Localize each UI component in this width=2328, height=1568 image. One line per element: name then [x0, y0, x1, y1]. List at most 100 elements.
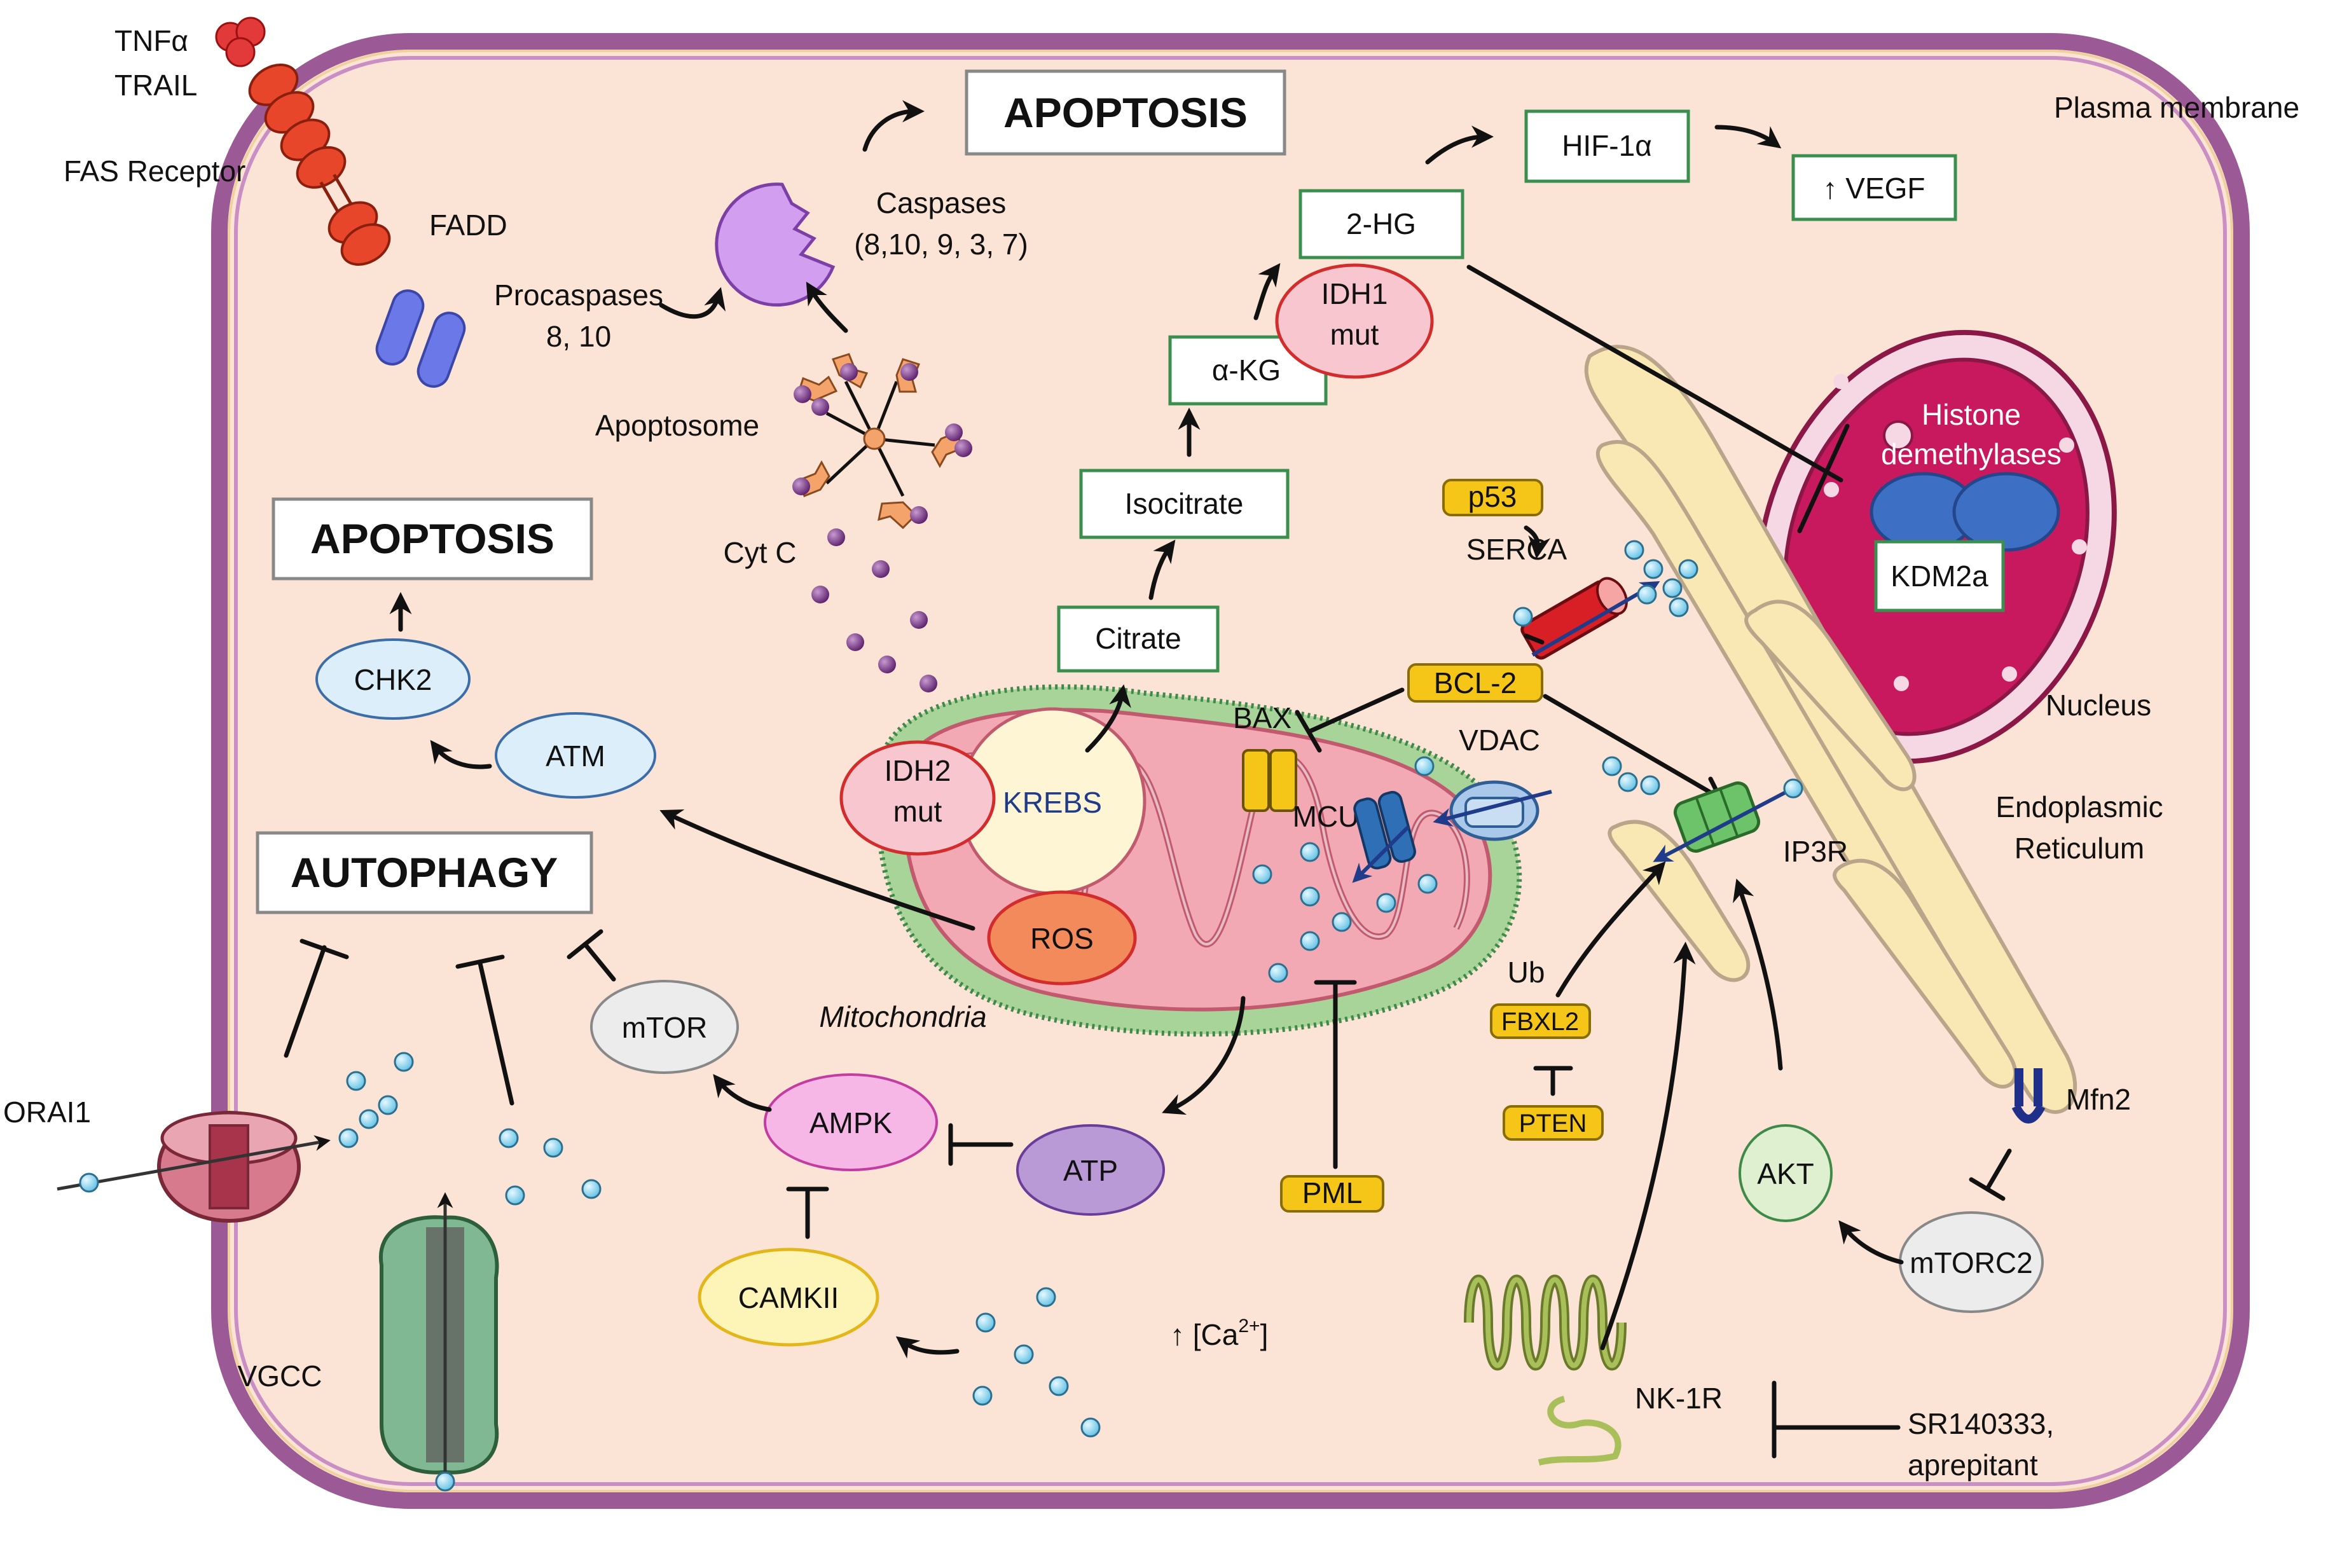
caspases-label-2: (8,10, 9, 3, 7) [854, 228, 1028, 261]
serca-inhibit [1524, 633, 1545, 645]
mito-to-atp-arrow [1162, 996, 1246, 1115]
mtorc2-label: mTORC2 [1910, 1246, 2032, 1279]
2hg-inhibits-demethylases [1466, 265, 1843, 483]
pml-pill [1280, 1175, 1384, 1213]
akg-label: α-KG [1212, 354, 1281, 387]
idh2-label-1: IDH2 [885, 754, 951, 787]
ip3r-label: IP3R [1783, 835, 1848, 868]
citrate-label: Citrate [1095, 622, 1181, 655]
mtorc2-to-akt-arrow [1838, 1220, 1904, 1265]
pten-label: PTEN [1519, 1110, 1587, 1138]
mtor-label: mTOR [622, 1011, 708, 1044]
ub-label: Ub [1508, 956, 1545, 989]
apoptosome-label: Apoptosome [595, 409, 759, 442]
vgcc-label: VGCC [238, 1359, 322, 1393]
bcl2-inhibit-bar-bax [1295, 710, 1322, 753]
isocitrate-box [1079, 469, 1290, 539]
ip3r-channel [1673, 781, 1761, 853]
pten-pill [1503, 1105, 1604, 1141]
mfn2-protein [2011, 1068, 2046, 1124]
bax-channel [1242, 749, 1297, 812]
cyt-c-label: Cyt C [724, 536, 797, 569]
procaspases-label-2: 8, 10 [546, 320, 611, 353]
atm-node [495, 712, 656, 799]
orai1-label: ORAI1 [3, 1096, 91, 1129]
idh1-label-2: mut [1330, 318, 1379, 351]
orai1-inhibit-bar [300, 939, 349, 959]
histone-label-2: demethylases [1881, 437, 2062, 471]
mcu-transport-arrow [1352, 825, 1410, 883]
mtor-node [590, 980, 739, 1074]
mfn2-inhibits-mtorc2 [1985, 1148, 2012, 1192]
tnf-ligand [215, 17, 266, 67]
hif-box [1524, 109, 1690, 183]
idh1-mut-node [1275, 263, 1434, 379]
hif-label: HIF-1α [1562, 129, 1652, 162]
kdm2a-label: KDM2a [1891, 560, 1988, 593]
vdac-label: VDAC [1459, 724, 1540, 757]
vgcc-channel [378, 1215, 499, 1475]
calcium-increase-label: ↑ [Ca2+] [1170, 1316, 1268, 1351]
camkii-node [698, 1248, 879, 1347]
histone-demethylase-enzyme [1870, 472, 2060, 552]
procaspase-arrow [659, 287, 726, 319]
bcl2-pill [1407, 663, 1543, 703]
citrate-box [1057, 605, 1220, 673]
idh2-mut-node [839, 740, 996, 856]
ampk-node [764, 1073, 938, 1171]
atp-label: ATP [1063, 1154, 1118, 1187]
bcl2-inhibits-ip3r [1543, 694, 1723, 801]
orai1-transport-arrow [57, 1135, 331, 1191]
citrate-to-isocitrate-arrow [1148, 539, 1176, 600]
caspase-to-apoptosis-arrow [862, 100, 925, 152]
akt-node [1739, 1124, 1833, 1222]
caspases-label-1: Caspases [876, 186, 1007, 219]
pml-label: PML [1302, 1176, 1363, 1209]
mtor-inhibit-bar [567, 929, 603, 959]
p53-to-serca-arrow [1524, 525, 1551, 559]
orai1-inhibits-autophagy [284, 945, 327, 1058]
fbxl2-label: FBXL2 [1501, 1008, 1579, 1036]
vegf-box [1791, 154, 1957, 221]
mfn2-label: Mfn2 [2066, 1083, 2131, 1116]
isocitrate-label: Isocitrate [1125, 487, 1244, 520]
bcl2-inhibits-bax [1307, 687, 1405, 734]
hif-to-vegf-arrow [1714, 125, 1782, 149]
calcium-inhibits-autophagy [478, 961, 514, 1106]
endoplasmic-reticulum [1584, 345, 2077, 1114]
mitochondria-label: Mitochondria [819, 1000, 986, 1033]
chk2-node [315, 638, 471, 720]
histone-label-1: Histone [1922, 398, 2021, 431]
krebs-to-citrate-arrow [1085, 684, 1131, 753]
apoptosome-to-caspase-arrow [806, 281, 848, 333]
akt-label: AKT [1757, 1157, 1814, 1190]
vegf-label: ↑ VEGF [1822, 172, 1925, 205]
idh2-label-2: mut [893, 795, 942, 828]
fbxl2-to-ip3r-arrow [1555, 861, 1666, 998]
p53-pill [1442, 479, 1543, 516]
fadd-label: FADD [429, 209, 507, 242]
ros-label: ROS [1030, 922, 1094, 955]
serca-channel [1520, 577, 1628, 660]
atm-to-chk2-arrow [430, 739, 492, 769]
calcium-ions [338, 540, 1803, 1438]
autophagy-box [256, 831, 593, 914]
p53-label: p53 [1468, 480, 1517, 513]
2hg-to-hif-arrow [1425, 125, 1494, 165]
apoptosome-icon [792, 353, 972, 530]
mcu-label: MCU [1293, 800, 1360, 833]
cytochrome-c-molecules [811, 528, 937, 692]
kdm2a-box [1874, 540, 2005, 612]
akt-to-ip3r-arrow [1733, 878, 1783, 1071]
apoptosis-top-box [965, 69, 1286, 156]
2hg-label: 2-HG [1346, 207, 1416, 240]
nk1r-to-ip3r-arrow [1600, 942, 1696, 1351]
camkii-label: CAMKII [738, 1281, 839, 1314]
ampk-label: AMPK [809, 1106, 893, 1139]
nk1r-label: NK-1R [1635, 1382, 1723, 1415]
ampk-to-mtor-arrow [713, 1074, 772, 1112]
atp-node [1016, 1124, 1165, 1216]
trail-label: TRAIL [114, 69, 197, 102]
nk1r-receptor [1464, 1274, 1627, 1466]
